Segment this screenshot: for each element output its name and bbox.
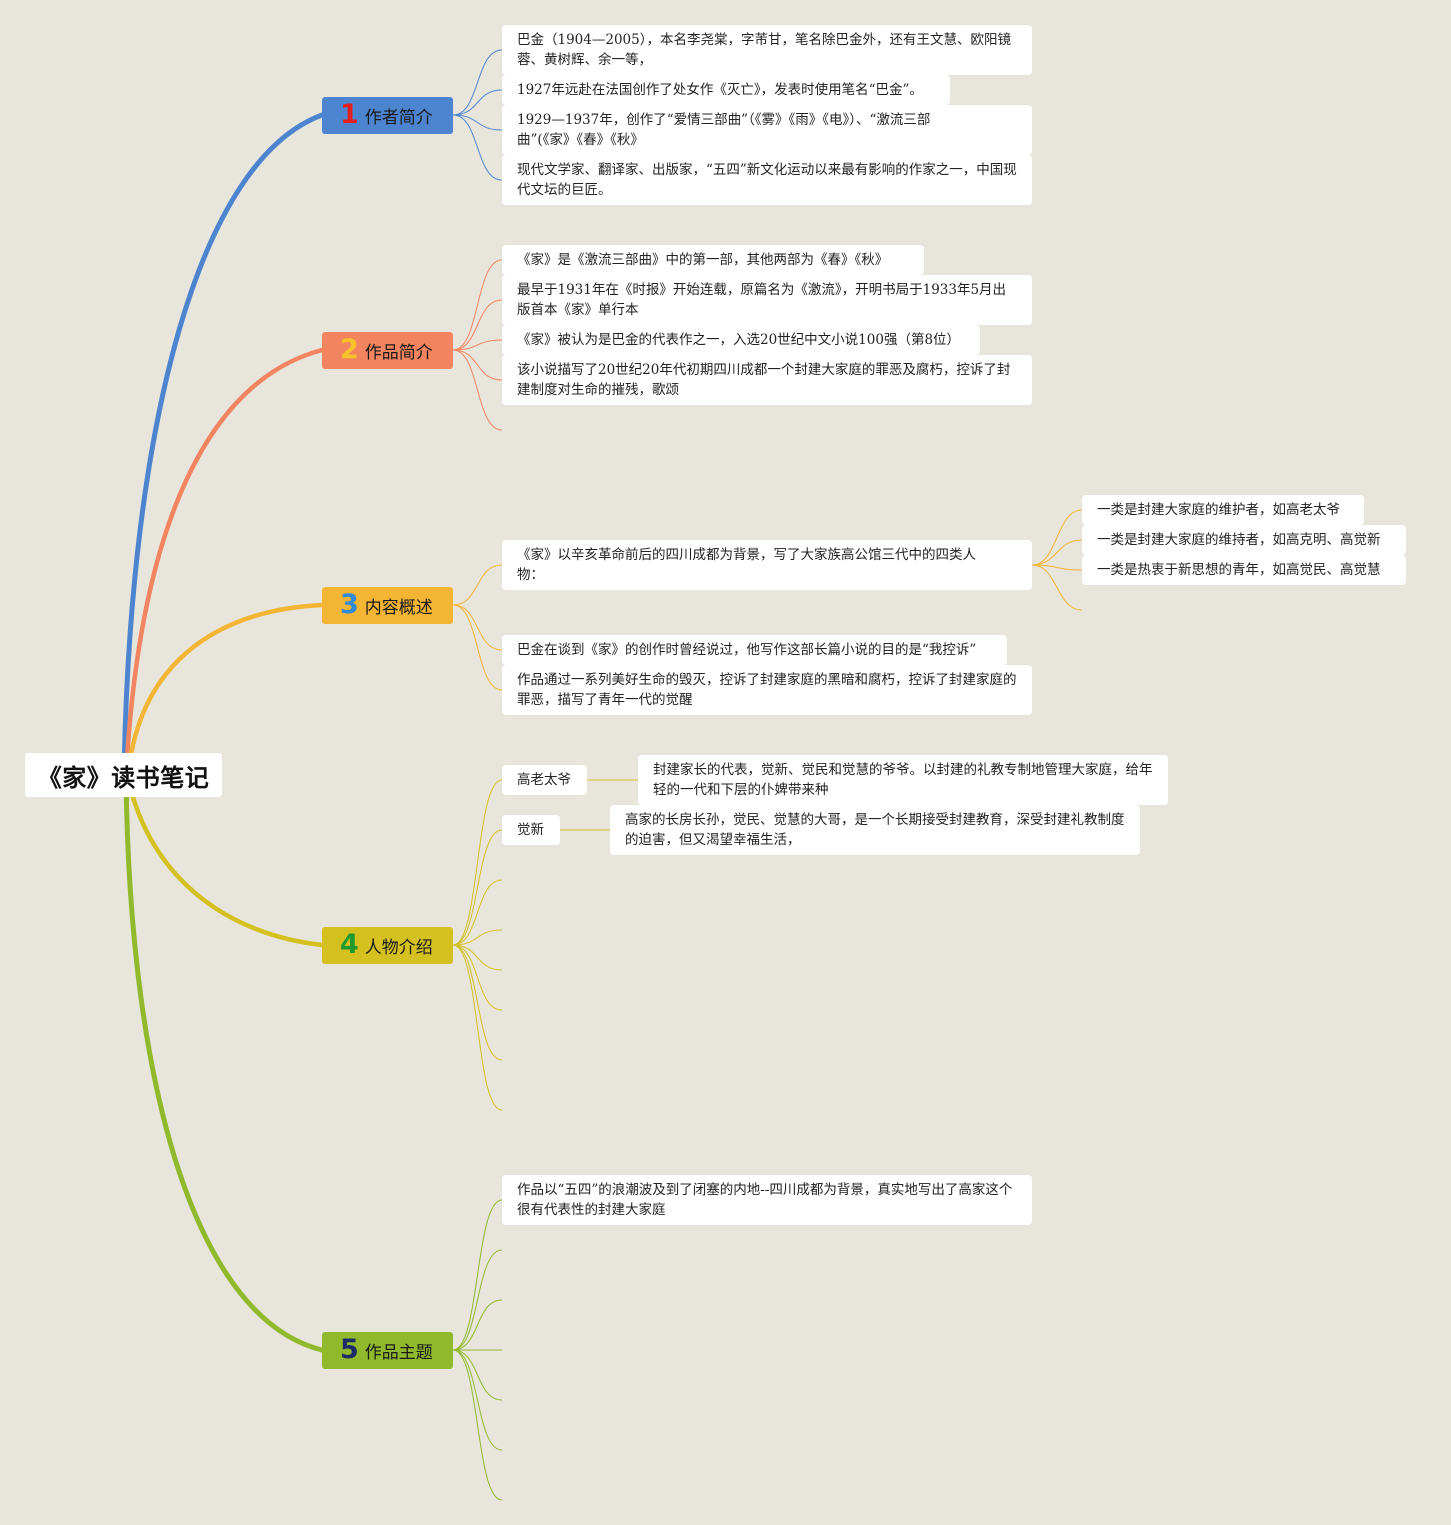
leaf-theme-1[interactable]: 作品以“五四”的浪潮波及到了闭塞的内地--四川成都为背景，真实地写出了高家这个很… bbox=[502, 1175, 1032, 1225]
character-desc-juexin[interactable]: 高家的长房长孙，觉民、觉慧的大哥，是一个长期接受封建教育，深受封建礼教制度的迫害… bbox=[610, 805, 1140, 855]
number-3-icon: 3 bbox=[340, 589, 359, 620]
leaf-content-1[interactable]: 《家》以辛亥革命前后的四川成都为背景，写了大家族高公馆三代中的四类人物： bbox=[502, 540, 1032, 590]
branch-title: 作品简介 bbox=[364, 343, 433, 363]
number-1-icon: 1 bbox=[340, 99, 359, 130]
connector-root-branch2 bbox=[123, 347, 325, 778]
branch-content-summary[interactable]: 3 内容概述 bbox=[322, 587, 453, 624]
branch-title: 作品主题 bbox=[364, 1343, 433, 1363]
leaf-work-2[interactable]: 最早于1931年在《时报》开始连载，原篇名为《激流》，开明书局于1933年5月出… bbox=[502, 275, 1032, 325]
leaf-work-3[interactable]: 《家》被认为是巴金的代表作之一，入选20世纪中文小说100强（第8位） bbox=[502, 325, 980, 355]
branch-author-intro[interactable]: 1 作者简介 bbox=[322, 97, 453, 134]
leaf-author-2[interactable]: 1927年远赴在法国创作了处女作《灭亡》，发表时使用笔名“巴金”。 bbox=[502, 75, 950, 105]
leaf-content-sub-1[interactable]: 一类是封建大家庭的维护者，如高老太爷 bbox=[1082, 495, 1364, 525]
leaf-content-2[interactable]: 巴金在谈到《家》的创作时曾经说过，他写作这部长篇小说的目的是“我控诉” bbox=[502, 635, 1007, 665]
connector-root-branch5 bbox=[123, 775, 325, 1353]
leaf-author-1[interactable]: 巴金（1904—2005），本名李尧棠，字芾甘，笔名除巴金外，还有王文慧、欧阳镜… bbox=[502, 25, 1032, 75]
leaf-work-4[interactable]: 该小说描写了20世纪20年代初期四川成都一个封建大家庭的罪恶及腐朽，控诉了封建制… bbox=[502, 355, 1032, 405]
character-desc-gao-laotaiye[interactable]: 封建家长的代表，觉新、觉民和觉慧的爷爷。以封建的礼教专制地管理大家庭，给年轻的一… bbox=[638, 755, 1168, 805]
leaf-work-1[interactable]: 《家》是《激流三部曲》中的第一部，其他两部为《春》《秋》 bbox=[502, 245, 924, 275]
connector-root-branch1 bbox=[121, 112, 325, 778]
leaf-author-4[interactable]: 现代文学家、翻译家、出版家，“五四”新文化运动以来最有影响的作家之一，中国现代文… bbox=[502, 155, 1032, 205]
connector-root-branch3 bbox=[125, 602, 325, 778]
branch-title: 人物介绍 bbox=[364, 938, 433, 958]
number-5-icon: 5 bbox=[340, 1334, 359, 1365]
branch-work-intro[interactable]: 2 作品简介 bbox=[322, 332, 453, 369]
branch-title: 内容概述 bbox=[364, 598, 433, 618]
connector-root-branch4 bbox=[125, 775, 325, 948]
leaf-content-sub-3[interactable]: 一类是热衷于新思想的青年，如高觉民、高觉慧 bbox=[1082, 555, 1406, 585]
number-2-icon: 2 bbox=[340, 334, 359, 365]
character-name-juexin[interactable]: 觉新 bbox=[502, 815, 560, 845]
branch-theme[interactable]: 5 作品主题 bbox=[322, 1332, 453, 1369]
root-topic[interactable]: 《家》读书笔记 bbox=[25, 753, 222, 797]
leaf-author-3[interactable]: 1929—1937年，创作了“爱情三部曲”（《雾》《雨》《电》）、“激流三部曲”… bbox=[502, 105, 1032, 155]
leaf-content-sub-2[interactable]: 一类是封建大家庭的维持者，如高克明、高觉新 bbox=[1082, 525, 1406, 555]
character-name-gao-laotaiye[interactable]: 高老太爷 bbox=[502, 765, 587, 795]
number-4-icon: 4 bbox=[340, 929, 359, 960]
branch-characters[interactable]: 4 人物介绍 bbox=[322, 927, 453, 964]
branch-title: 作者简介 bbox=[364, 108, 433, 128]
leaf-content-3[interactable]: 作品通过一系列美好生命的毁灭，控诉了封建家庭的黑暗和腐朽，控诉了封建家庭的罪恶，… bbox=[502, 665, 1032, 715]
